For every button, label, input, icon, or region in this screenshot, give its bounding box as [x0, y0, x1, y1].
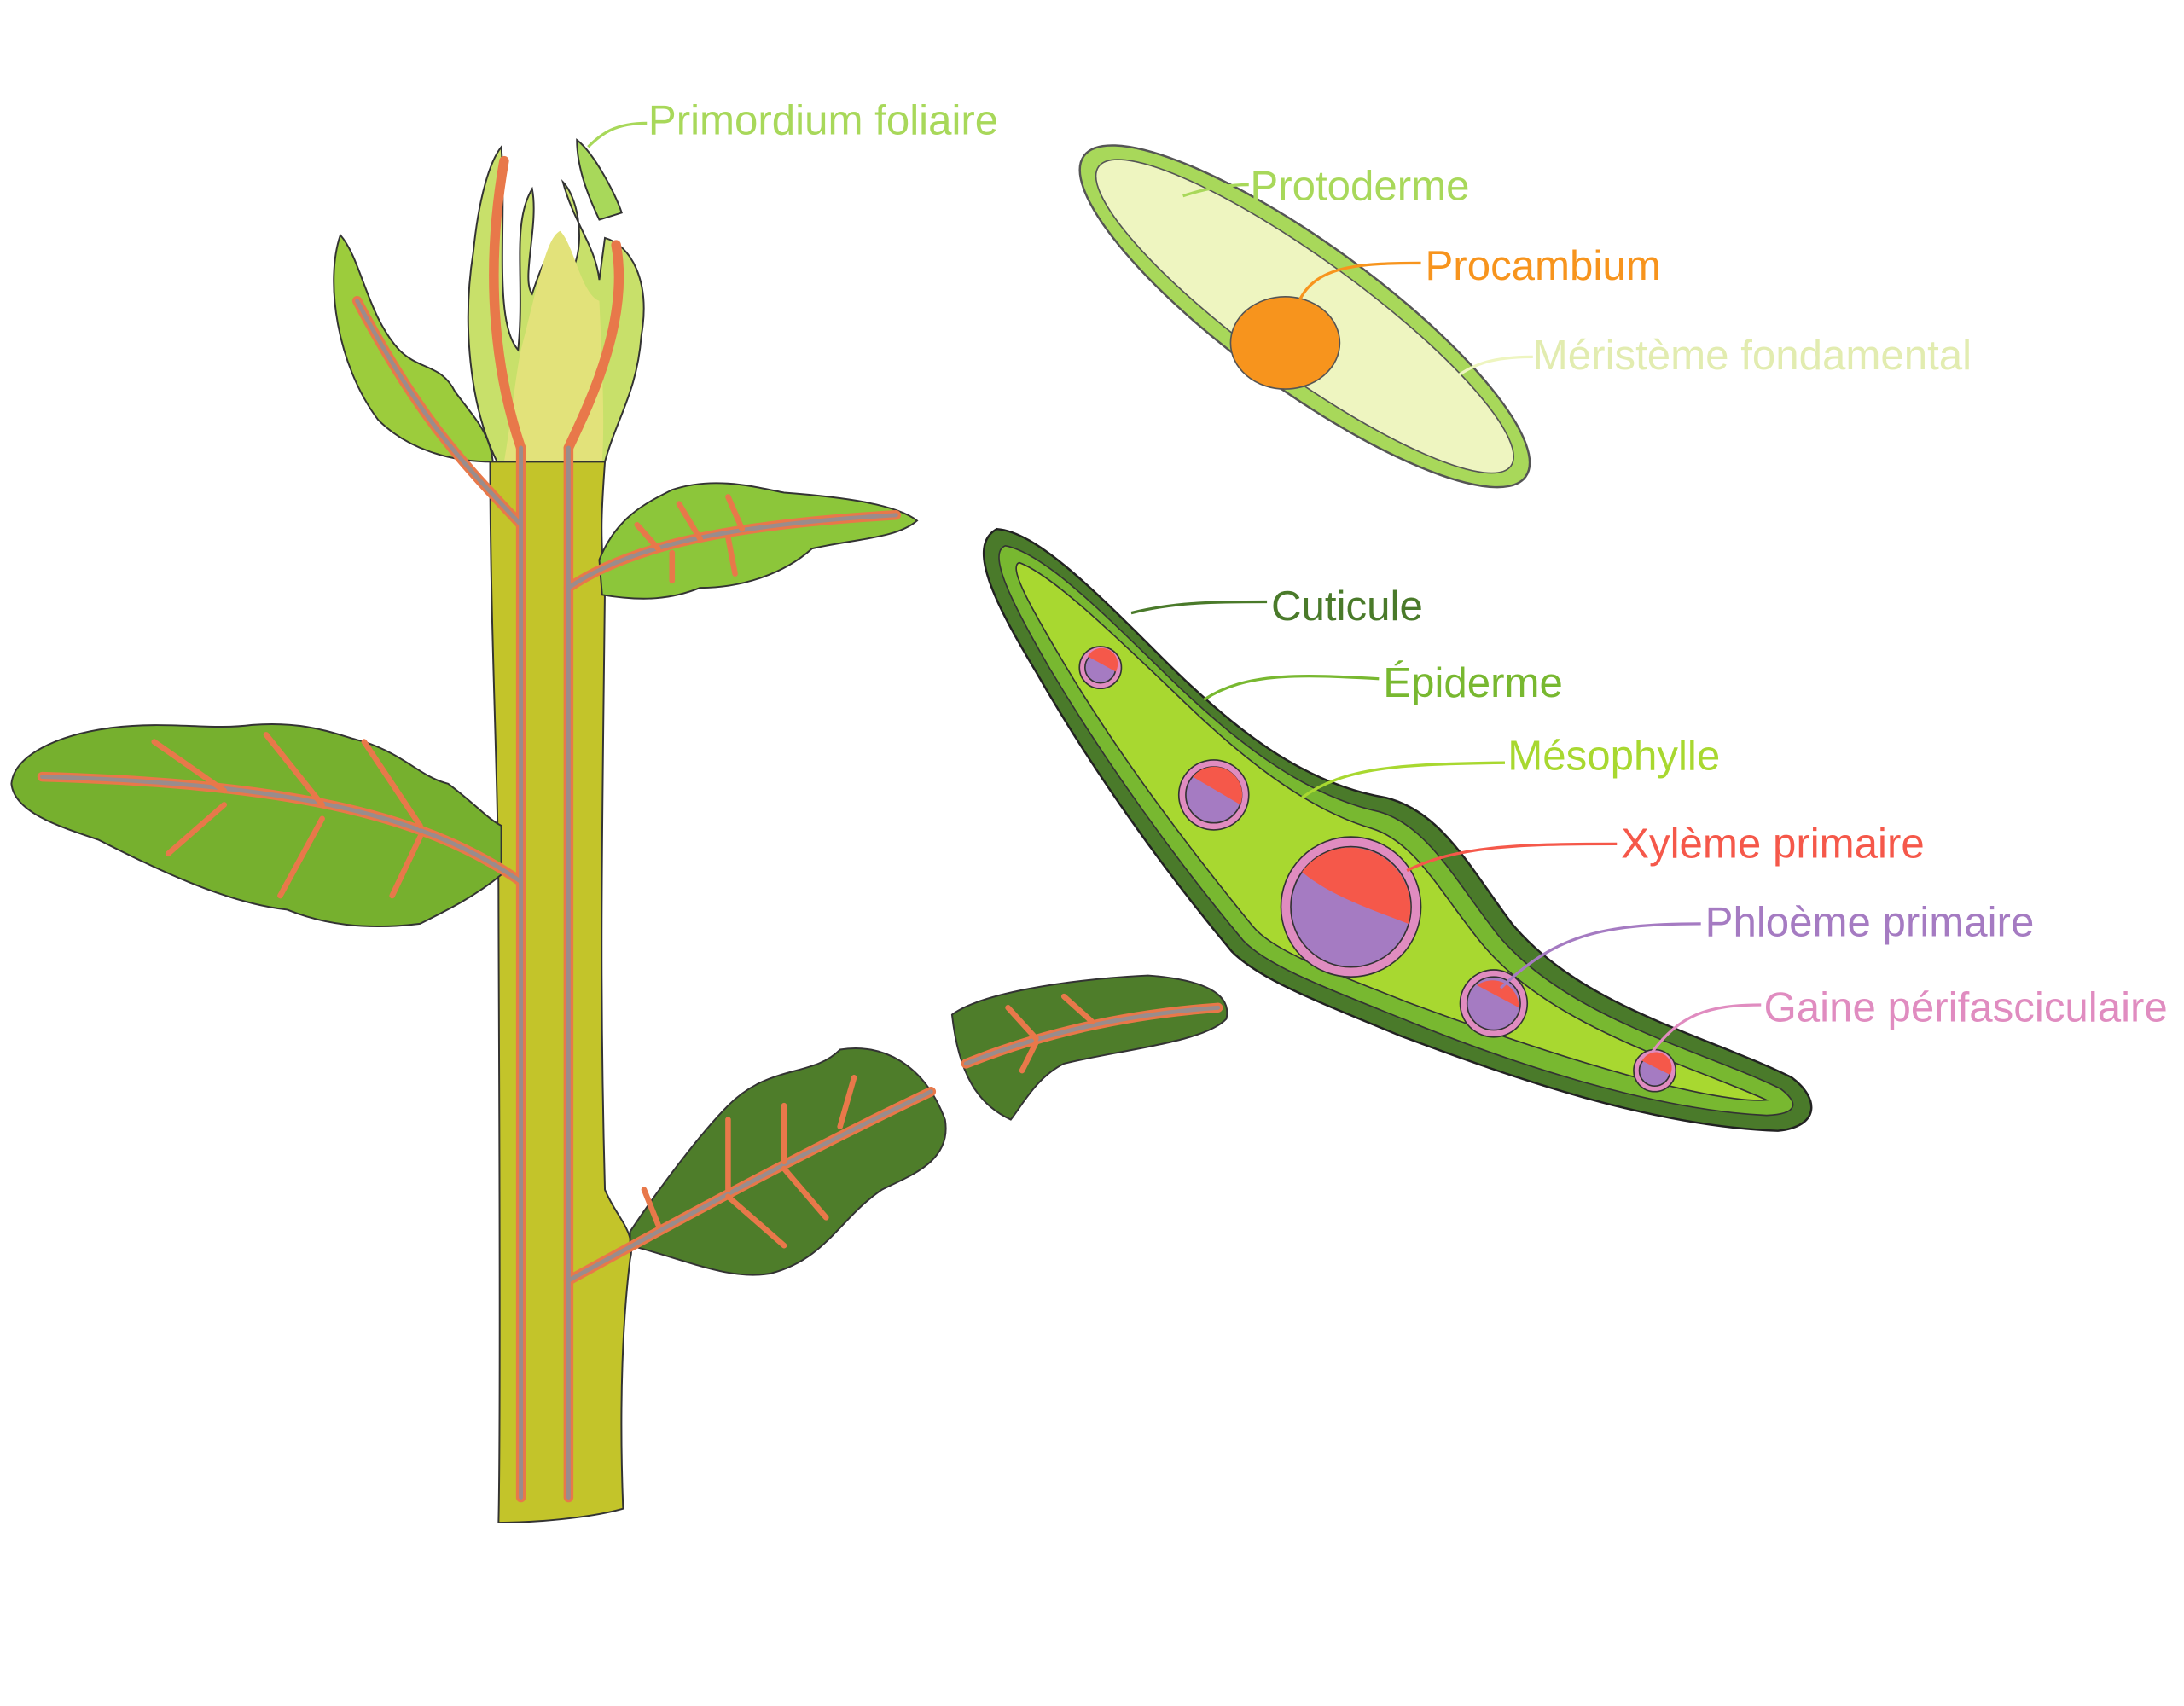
- leaf-left-large: [10, 723, 502, 927]
- label-gaine-perifasciculaire: Gaine périfasciculaire: [1764, 984, 2168, 1031]
- leader-lines: [587, 121, 1762, 1053]
- label-procambium: Procambium: [1425, 242, 1660, 289]
- leaf-cross-section: [983, 527, 1813, 1132]
- vascular-veins: [37, 155, 1223, 1503]
- apex-core: [503, 230, 604, 462]
- label-cuticule: Cuticule: [1271, 583, 1423, 630]
- label-mesophylle: Mésophylle: [1507, 732, 1720, 779]
- epiderme-layer: [998, 545, 1794, 1117]
- stem: [489, 461, 633, 1524]
- vascular-bundle: [1078, 646, 1123, 690]
- label-xyleme-primaire: Xylème primaire: [1621, 821, 1925, 868]
- vascular-bundle: [1459, 969, 1529, 1038]
- procambium-region: [1229, 296, 1341, 390]
- leaf-cut-piece: [950, 974, 1228, 1121]
- primordium-tip: [576, 138, 623, 221]
- plant-stem-drawing: [10, 138, 1228, 1524]
- label-protoderme: Protoderme: [1250, 163, 1469, 210]
- labels: Primordium foliaire Protoderme Procambiu…: [648, 97, 2168, 1031]
- vascular-bundle: [1177, 759, 1250, 831]
- label-primordium-foliaire: Primordium foliaire: [648, 97, 998, 144]
- label-meristeme-fondamental: Méristème fondamental: [1533, 332, 1972, 379]
- vascular-bundle: [1633, 1048, 1676, 1093]
- young-leaf-left: [333, 233, 494, 463]
- label-epiderme: Épiderme: [1383, 659, 1563, 706]
- vascular-bundle-main: [1280, 836, 1422, 978]
- label-phloeme-primaire: Phloème primaire: [1705, 899, 2035, 946]
- leaf-right-upper: [598, 482, 919, 600]
- mesophylle-layer: [1015, 561, 1769, 1101]
